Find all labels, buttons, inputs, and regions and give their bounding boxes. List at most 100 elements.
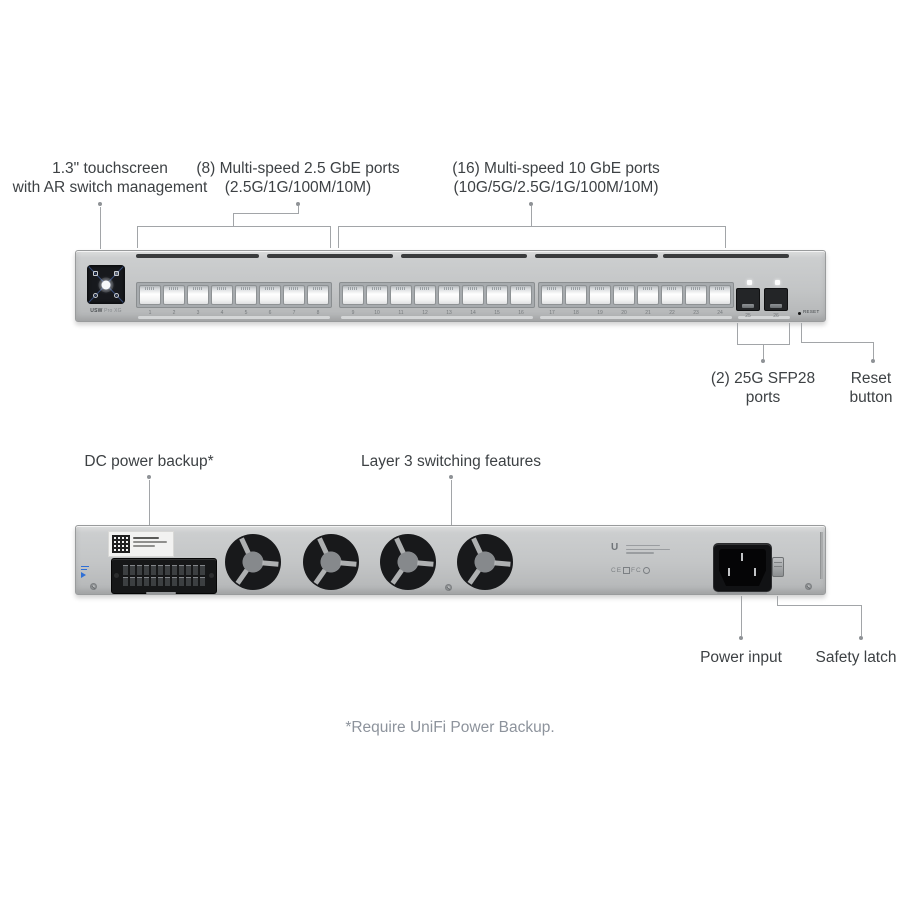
dc-pin	[179, 565, 184, 575]
footnote: *Require UniFi Power Backup.	[345, 719, 555, 736]
callout-dot	[871, 359, 875, 363]
ports-10g-callout-label: (16) Multi-speed 10 GbE ports (10G/5G/2.…	[452, 159, 660, 197]
rj45-port-group	[538, 282, 734, 308]
weee-bin-icon	[623, 567, 631, 574]
dc-pin	[158, 576, 163, 586]
rj45-port	[661, 285, 683, 305]
dc-pin	[193, 576, 198, 586]
callout-line	[330, 226, 331, 248]
cert-extra-icon	[642, 567, 650, 574]
rj45-port	[565, 285, 587, 305]
side-groove	[820, 532, 823, 579]
callout-line	[737, 323, 738, 345]
callout-dot	[98, 202, 102, 206]
vent-slot	[267, 254, 393, 258]
dc-backup-callout-text: DC power backup*	[84, 453, 214, 470]
dc-pin	[144, 576, 149, 586]
serial-sticker	[108, 531, 174, 557]
layer3-callout-label: Layer 3 switching features	[361, 452, 541, 471]
port-number: 2	[172, 310, 176, 316]
port-number: 12	[422, 310, 428, 316]
screw	[805, 583, 812, 590]
reset-callout-line1: Reset	[850, 370, 892, 387]
callout-dot	[761, 359, 765, 363]
touchscreen-callout-label: 1.3" touchscreen with AR switch manageme…	[13, 159, 208, 197]
power-rating-micro-text	[717, 592, 767, 594]
sticker-text-lines	[133, 535, 170, 553]
port-number: 22	[669, 310, 675, 316]
dc-pin	[123, 576, 128, 586]
port-number: 17	[549, 310, 555, 316]
dc-pin	[200, 576, 205, 586]
port-number: 20	[621, 310, 627, 316]
sfp-led	[747, 280, 752, 285]
sfp-callout-label: (2) 25G SFP28 ports	[711, 369, 815, 407]
sfp28-port	[764, 288, 788, 311]
callout-line	[789, 323, 790, 345]
callout-line	[298, 206, 299, 214]
rj45-port	[589, 285, 611, 305]
rj45-port	[414, 285, 436, 305]
vent-strip	[138, 316, 330, 319]
power-input-callout-text: Power input	[700, 649, 782, 666]
ports-10g-callout-line2: (10G/5G/2.5G/1G/100M/10M)	[453, 179, 659, 196]
touchscreen-callout-line1: 1.3" touchscreen	[52, 160, 168, 177]
port-number: 15	[494, 310, 500, 316]
callout-line	[801, 323, 802, 343]
screw	[445, 584, 452, 591]
rj45-port	[510, 285, 532, 305]
power-input-callout-label: Power input	[700, 648, 782, 667]
dc-pin	[165, 576, 170, 586]
port-number: 21	[645, 310, 651, 316]
reset-button	[798, 312, 801, 315]
port-number: 9	[351, 310, 355, 316]
port-number: 14	[470, 310, 476, 316]
rj45-port	[613, 285, 635, 305]
rj45-port	[235, 285, 257, 305]
screen-gear-icon	[114, 293, 119, 298]
rj45-port	[462, 285, 484, 305]
sfp-led	[775, 280, 780, 285]
reset-button-label: RESET	[803, 309, 820, 314]
screw	[90, 583, 97, 590]
screen-info-icon	[93, 293, 98, 298]
dc-connector-micro-text	[146, 592, 176, 594]
dc-pin	[165, 565, 170, 575]
blue-arrow-icon	[81, 571, 86, 578]
port-number: 8	[316, 310, 320, 316]
callout-line	[233, 213, 234, 227]
rj45-port	[637, 285, 659, 305]
rj45-port	[486, 285, 508, 305]
rj45-port	[366, 285, 388, 305]
vent-slot	[136, 254, 259, 258]
dc-input-marking	[81, 566, 89, 578]
callout-line	[100, 207, 101, 249]
port-number: 23	[693, 310, 699, 316]
screen-display-icon	[93, 271, 98, 276]
dc-pin	[137, 565, 142, 575]
layer3-callout-text: Layer 3 switching features	[360, 453, 542, 470]
dc-pin	[123, 565, 128, 575]
dc-pin	[186, 576, 191, 586]
callout-line	[777, 596, 778, 606]
ports-25g-callout-line1: (8) Multi-speed 2.5 GbE ports	[196, 160, 400, 177]
port-number: 1	[148, 310, 152, 316]
callout-line	[233, 213, 299, 214]
inlet-line-pin	[728, 568, 730, 576]
callout-dot	[529, 202, 533, 206]
touchscreen	[87, 265, 125, 304]
callout-line	[741, 596, 742, 636]
vent-slot	[535, 254, 658, 258]
rj45-port	[211, 285, 233, 305]
dc-pin	[130, 576, 135, 586]
rj45-port	[390, 285, 412, 305]
callout-line	[338, 226, 726, 227]
fan	[457, 534, 513, 590]
rj45-port	[259, 285, 281, 305]
fan	[303, 534, 359, 590]
callout-line	[137, 226, 138, 248]
dc-backup-callout-label: DC power backup*	[84, 452, 213, 471]
